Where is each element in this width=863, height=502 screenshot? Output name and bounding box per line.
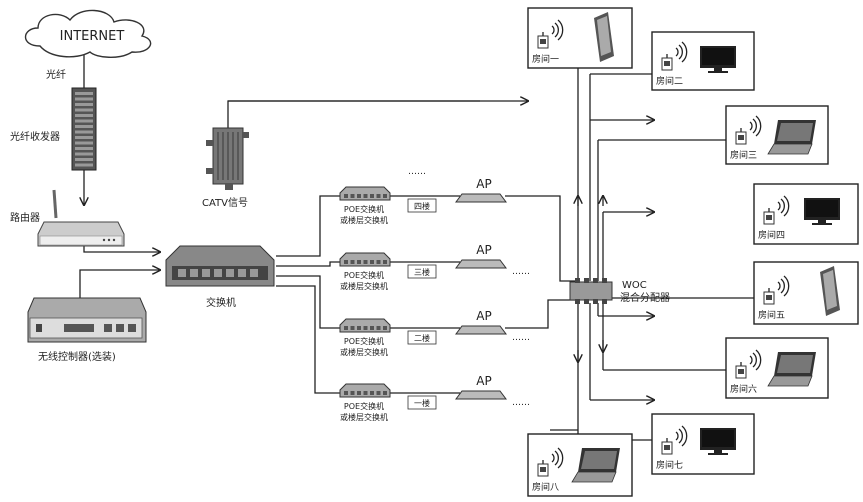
wireless-controller-label: 无线控制器(选装)	[38, 350, 116, 363]
woc-title: WOC	[622, 280, 647, 291]
ap-label: AP	[476, 374, 491, 388]
floor-label: 二楼	[414, 333, 430, 343]
poe-switch-label: POE交换机	[344, 336, 384, 346]
poe-switch-icon	[339, 383, 391, 398]
fiber-label: 光纤	[46, 68, 66, 81]
room-label: 房间七	[656, 459, 683, 471]
floor-switch-label: 或楼层交换机	[340, 412, 388, 422]
continuation-dots: ……	[512, 398, 530, 408]
room-3: 房间三	[725, 105, 829, 165]
internet-cloud-icon	[24, 9, 152, 58]
poe-switch-label: POE交换机	[344, 401, 384, 411]
continuation-dots: ……	[512, 333, 530, 343]
room-7: 房间七	[651, 413, 755, 475]
ap-icon	[455, 390, 507, 400]
floor-tag: 三楼	[407, 264, 437, 279]
room-5: 房间五	[753, 261, 859, 325]
router-label: 路由器	[10, 211, 40, 224]
room-2: 房间二	[651, 31, 755, 91]
ap-label: AP	[476, 243, 491, 257]
room-label: 房间三	[730, 149, 757, 161]
room-label: 房间五	[758, 309, 785, 321]
floor-tag: 四楼	[407, 198, 437, 213]
room-8: 房间八	[527, 433, 633, 497]
poe-switch-label: POE交换机	[344, 270, 384, 280]
room-label: 房间八	[532, 481, 559, 493]
poe-switch-label: POE交换机	[344, 204, 384, 214]
floor-label: 三楼	[414, 267, 430, 277]
floor-tag: 二楼	[407, 330, 437, 345]
ap-label: AP	[476, 309, 491, 323]
room-label: 房间二	[656, 75, 683, 87]
room-label: 房间六	[730, 383, 757, 395]
router-icon	[37, 189, 125, 247]
floor-layer: POE交换机或楼层交换机四楼……APPOE交换机或楼层交换机三楼……APPOE交…	[339, 167, 530, 422]
continuation-dots: ……	[512, 267, 530, 277]
wireless-controller-icon	[27, 297, 147, 343]
core-switch-label: 交换机	[206, 296, 236, 309]
poe-switch-icon	[339, 318, 391, 333]
room-6: 房间六	[725, 337, 829, 399]
floor-label: 一楼	[414, 398, 430, 408]
ap-icon	[455, 193, 507, 203]
room-label: 房间一	[532, 53, 559, 65]
catv-amplifier-icon	[206, 127, 249, 190]
room-4: 房间四	[753, 183, 859, 245]
poe-switch-icon	[339, 186, 391, 201]
floor-label: 四楼	[414, 201, 430, 211]
ap-label: AP	[476, 177, 491, 191]
ap-icon	[455, 259, 507, 269]
woc-splitter-icon	[569, 278, 613, 304]
fiber-transceiver-label: 光纤收发器	[10, 130, 60, 143]
core-switch-icon	[165, 245, 275, 287]
ap-icon	[455, 325, 507, 335]
floor-switch-label: 或楼层交换机	[340, 215, 388, 225]
woc-subtitle: 混合分配器	[620, 291, 670, 304]
room-1: 房间一	[527, 7, 633, 69]
room-label: 房间四	[758, 229, 785, 241]
floor-switch-label: 或楼层交换机	[340, 281, 388, 291]
internet-label: INTERNET	[60, 29, 125, 44]
fiber-transceiver-icon	[71, 87, 97, 171]
continuation-dots: ……	[408, 167, 426, 177]
floor-switch-label: 或楼层交换机	[340, 347, 388, 357]
floor-tag: 一楼	[407, 395, 437, 410]
poe-switch-icon	[339, 252, 391, 267]
catv-label: CATV信号	[202, 197, 248, 209]
connections	[79, 39, 770, 468]
